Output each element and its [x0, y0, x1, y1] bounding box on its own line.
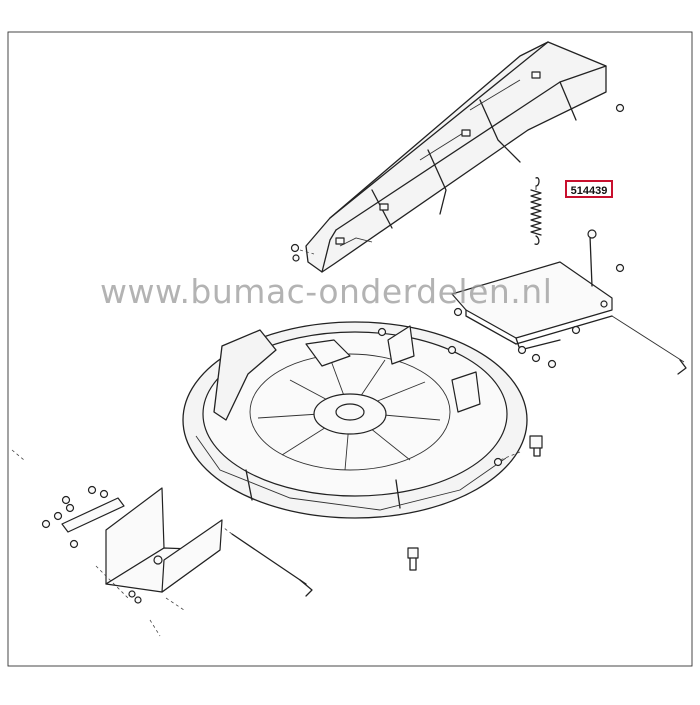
leader-line [149, 619, 161, 637]
mounting-bracket [95, 487, 223, 611]
drawing-frame [7, 31, 693, 667]
spring-bracket [451, 229, 687, 375]
watermark-text: www.bumac-onderdelen.nl [100, 272, 553, 311]
impeller-housing [182, 321, 528, 519]
chute-tab [531, 71, 541, 79]
fastener-set [41, 485, 142, 604]
chute-tab [461, 129, 471, 137]
chute-tab [379, 203, 389, 211]
chute-screw [290, 103, 625, 262]
chute-tab [335, 237, 345, 245]
discharge-chute [305, 41, 607, 273]
impeller-fan [257, 357, 441, 471]
link-rod [223, 527, 313, 597]
housing-bolt [377, 327, 543, 571]
part-number-label: 514439 [565, 180, 613, 198]
leader-line [11, 449, 25, 461]
tension-spring [530, 177, 542, 245]
